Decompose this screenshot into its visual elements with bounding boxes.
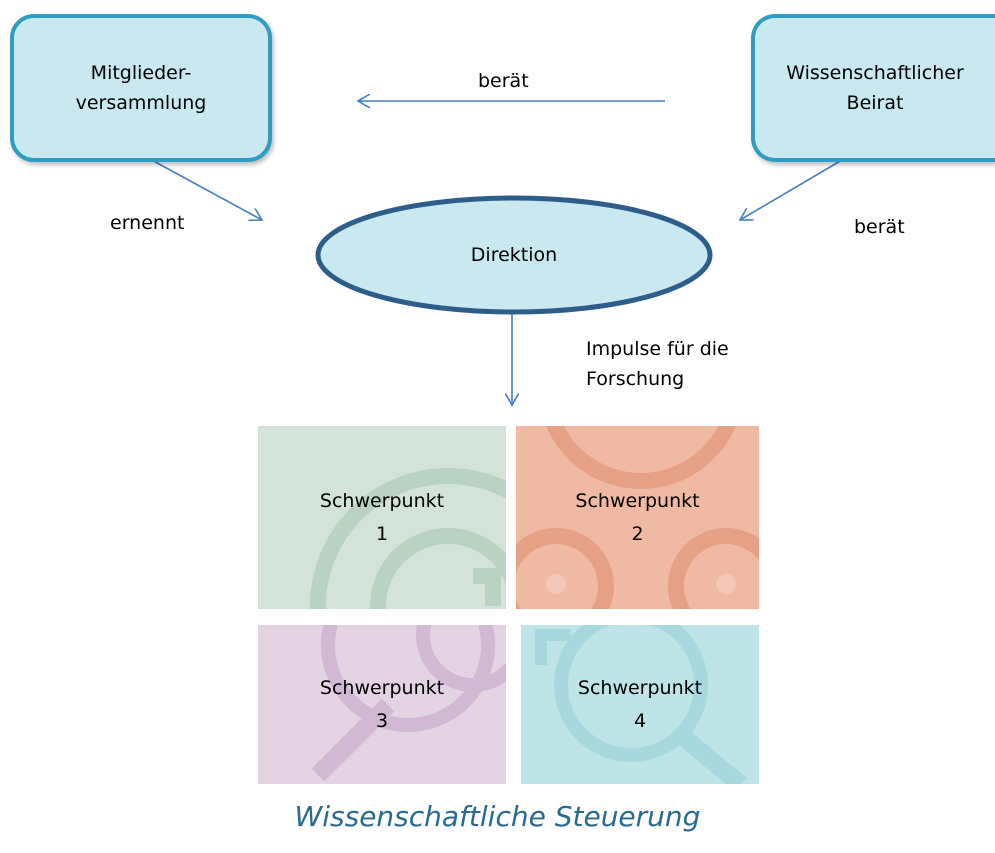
focus-area-4-title: Schwerpunkt (577, 677, 703, 700)
direction-node: Direktion (318, 220, 710, 290)
arrow-advisory-to-direction (740, 159, 843, 220)
advisory-box: Wissenschaftlicher Beirat (751, 14, 995, 162)
focus-area-2-title: Schwerpunkt (575, 490, 700, 513)
focus-area-4: Schwerpunkt 4 (521, 625, 759, 784)
focus-area-4-number: 4 (633, 709, 647, 732)
tile-pattern-3 (311, 625, 506, 782)
edge-label-direction-to-focus: Impulse für die Forschung (586, 338, 729, 391)
advisory-label: Wissenschaftlicher Beirat (786, 61, 964, 114)
focus-area-3: Schwerpunkt 3 (258, 625, 506, 784)
arrow-members-to-direction (147, 157, 262, 220)
tile-pattern-2 (516, 426, 759, 609)
focus-area-1: Schwerpunkt 1 (258, 426, 506, 609)
focus-area-1-title: Schwerpunkt (319, 490, 445, 513)
tile-pattern-4 (535, 625, 747, 784)
focus-area-2: Schwerpunkt 2 (516, 426, 759, 609)
focus-area-2-number: 2 (631, 522, 644, 545)
focus-area-1-number: 1 (375, 522, 389, 545)
edge-label-members-to-direction: ernennt (110, 212, 185, 234)
members-box: Mitglieder- versammlung (10, 14, 272, 162)
tile-pattern-1 (310, 468, 506, 609)
edge-label-advisory-to-members: berät (478, 70, 529, 92)
diagram-caption: Wissenschaftliche Steuerung (294, 800, 701, 833)
members-label: Mitglieder- versammlung (75, 61, 207, 114)
focus-area-3-number: 3 (375, 709, 389, 732)
edge-label-advisory-to-direction: berät (854, 216, 905, 238)
focus-area-3-title: Schwerpunkt (319, 677, 445, 700)
direction-label: Direktion (470, 244, 558, 266)
direction-ellipse (315, 195, 713, 315)
